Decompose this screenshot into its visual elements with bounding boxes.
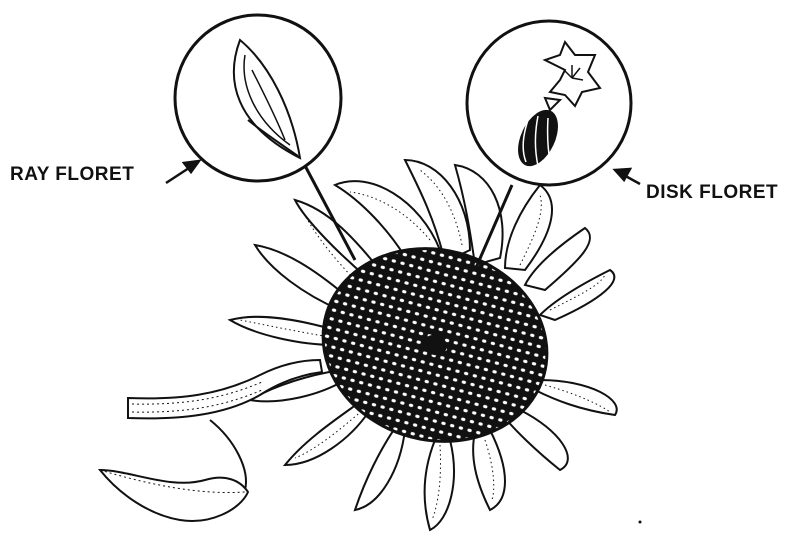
speck bbox=[639, 521, 642, 524]
ray-floret-callout bbox=[175, 15, 341, 181]
disk-floret-label: DISK FLORET bbox=[646, 182, 778, 204]
ray-floret-label: RAY FLORET bbox=[10, 164, 134, 186]
disk-floret-callout bbox=[467, 21, 631, 185]
